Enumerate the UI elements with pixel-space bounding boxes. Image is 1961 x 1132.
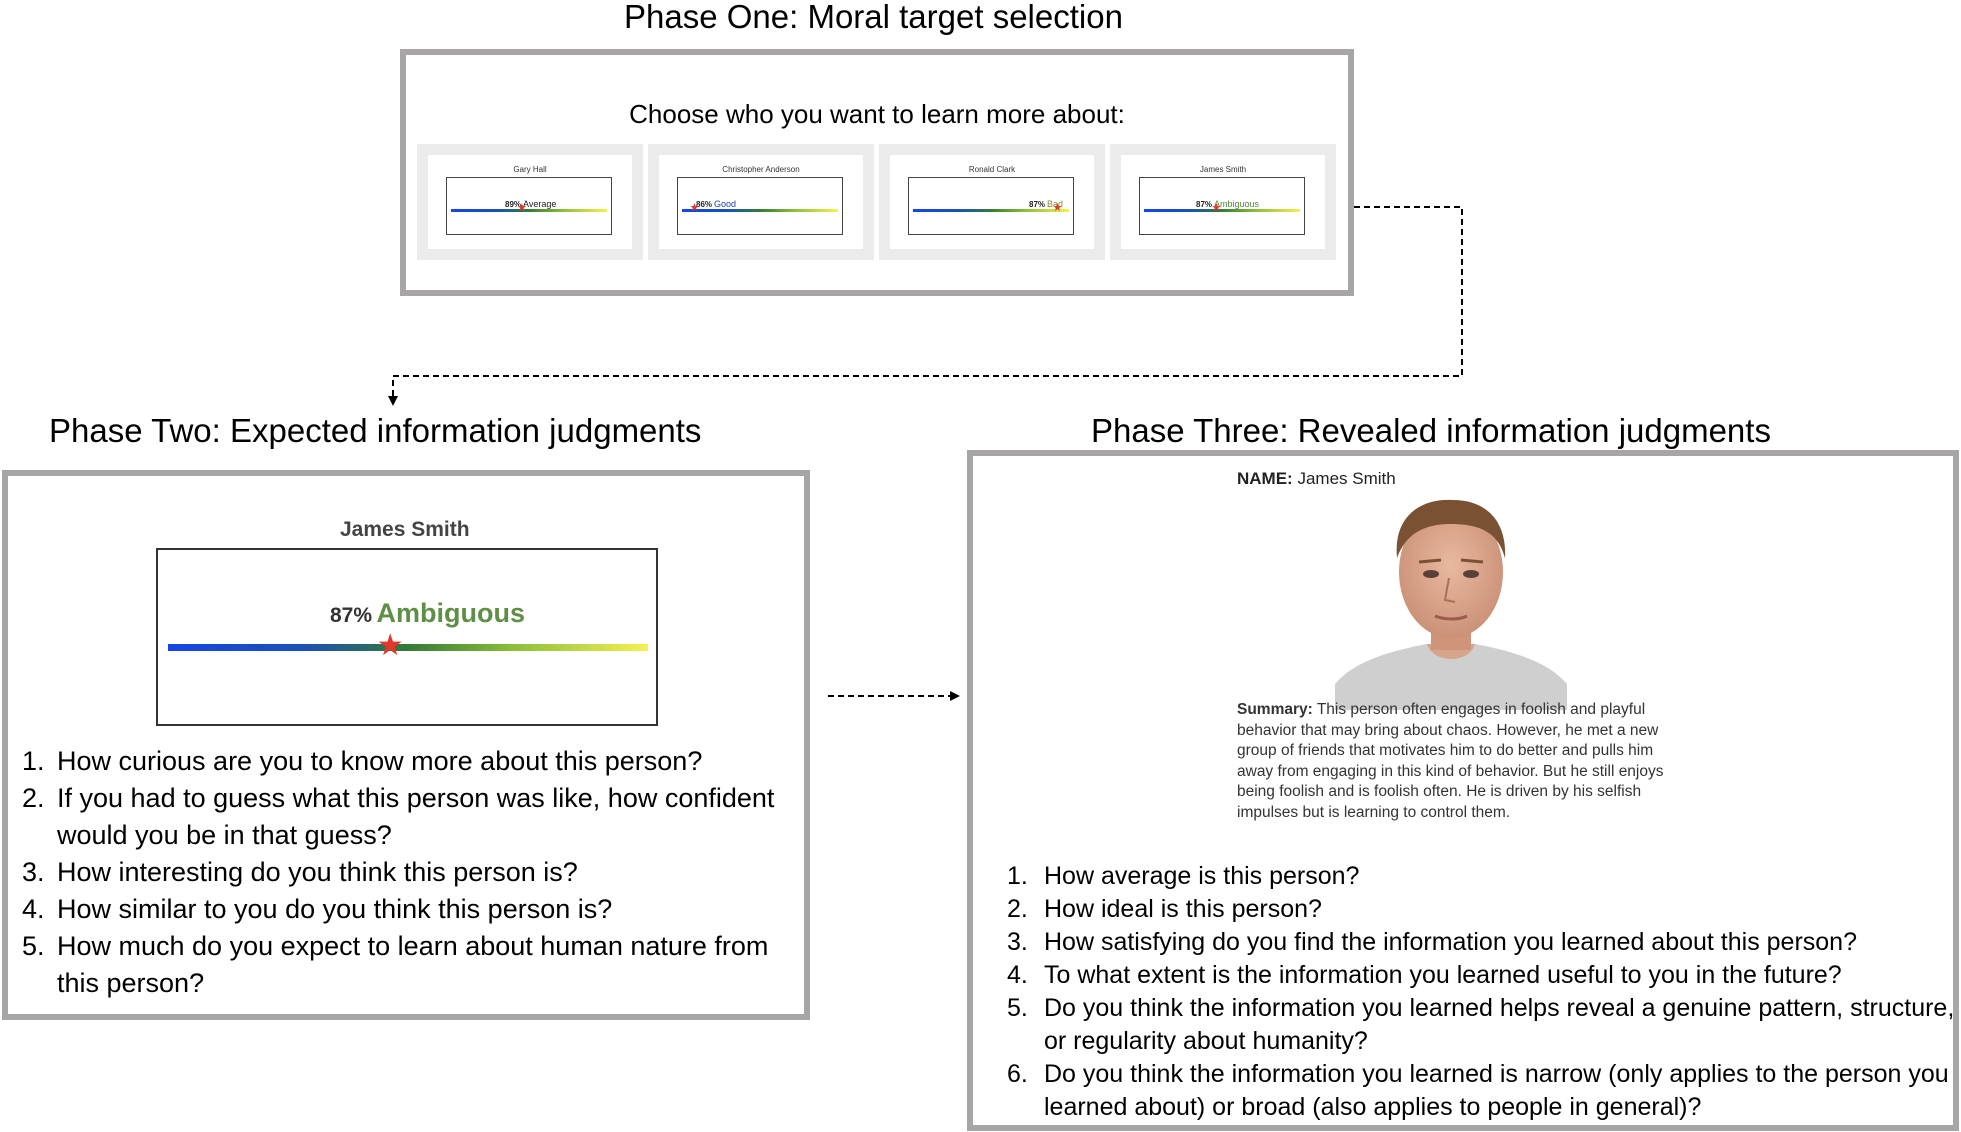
target-summary: Summary: This person often engages in fo… [1237, 700, 1687, 823]
question-item: 3. How satisfying do you find the inform… [1007, 926, 1957, 959]
question-number: 2. [1007, 895, 1028, 923]
target-card-rating-box: 86%Good ★ [677, 177, 843, 235]
question-text: How ideal is this person? [1044, 895, 1322, 923]
target-card[interactable]: Christopher Anderson 86%Good ★ [648, 144, 874, 260]
question-text: How curious are you to know more about t… [57, 746, 703, 776]
target-card[interactable]: Gary Hall 89%Average ★ [417, 144, 643, 260]
name-label: NAME: [1237, 469, 1293, 488]
rating-scale-bar [168, 644, 648, 651]
question-item: 2. How ideal is this person? [1007, 893, 1957, 926]
question-number: 5. [22, 931, 45, 961]
question-item: 5. Do you think the information you lear… [1007, 992, 1957, 1058]
question-item: 5. How much do you expect to learn about… [22, 928, 812, 1002]
target-name: James Smith [340, 518, 470, 541]
question-number: 3. [22, 857, 45, 887]
question-item: 4. To what extent is the information you… [1007, 959, 1957, 992]
target-card-rating-box: 87%Bad ★ [908, 177, 1074, 235]
question-item: 1. How average is this person? [1007, 860, 1957, 893]
question-item: 2. If you had to guess what this person … [22, 780, 812, 854]
phase-two-title: Phase Two: Expected information judgment… [49, 412, 702, 449]
target-card-label: Bad [1047, 199, 1064, 209]
question-text: To what extent is the information you le… [1044, 961, 1842, 989]
phase-one-to-two-connector [388, 206, 1463, 406]
rating-scale-bar [1144, 209, 1300, 212]
question-text: How interesting do you think this person… [57, 857, 578, 887]
revealed-judgment-questions: 1. How average is this person? 2. How id… [1007, 860, 1957, 1124]
summary-text: This person often engages in foolish and… [1237, 701, 1664, 821]
rating-star-icon: ★ [376, 629, 404, 662]
question-text: Do you think the information you learned… [1044, 994, 1955, 1055]
expected-judgment-questions: 1. How curious are you to know more abou… [22, 743, 812, 1002]
question-text: Do you think the information you learned… [1044, 1060, 1949, 1121]
rating-scale-bar [913, 209, 1069, 212]
target-card-name: Christopher Anderson [722, 165, 800, 174]
question-number: 6. [1007, 1060, 1028, 1088]
rating-star-icon: ★ [1052, 202, 1063, 214]
target-portrait [1335, 499, 1567, 710]
question-item: 1. How curious are you to know more abou… [22, 743, 812, 780]
target-card-label: Good [714, 199, 737, 209]
question-text: How similar to you do you think this per… [57, 894, 613, 924]
phase-three-panel: NAME: James Smith Summary: This person o… [967, 450, 1959, 1131]
target-card-percent: 87% [1029, 200, 1046, 209]
rating-label: Ambiguous [376, 598, 525, 628]
target-card[interactable]: Ronald Clark 87%Bad ★ [879, 144, 1105, 260]
rating-star-icon: ★ [1211, 202, 1222, 214]
target-card-label: Ambiguous [1214, 199, 1260, 209]
target-card-name: Ronald Clark [968, 165, 1016, 174]
rating-scale-bar [682, 209, 838, 212]
target-card-percent: 89% [505, 200, 522, 209]
target-card-name: Gary Hall [513, 165, 547, 174]
question-item: 4. How similar to you do you think this … [22, 891, 812, 928]
rating-star-icon: ★ [689, 202, 700, 214]
target-card-name: James Smith [1199, 165, 1247, 174]
summary-label: Summary: [1237, 701, 1313, 718]
selection-prompt: Choose who you want to learn more about: [629, 99, 1125, 129]
phase-one-panel: Choose who you want to learn more about:… [400, 49, 1354, 296]
target-card-percent: 87% [1196, 200, 1213, 209]
question-text: How much do you expect to learn about hu… [57, 931, 769, 998]
question-number: 3. [1007, 928, 1028, 956]
phase-two-panel: James Smith 87% Ambiguous ★ 1. How curio… [2, 470, 810, 1020]
phase-three-title: Phase Three: Revealed information judgme… [1091, 412, 1771, 449]
question-text: How average is this person? [1044, 862, 1360, 890]
phase-one-title: Phase One: Moral target selection [624, 0, 1123, 35]
target-card-rating-box: 87%Ambiguous ★ [1139, 177, 1305, 235]
rating-display-box: 87% Ambiguous ★ [156, 548, 658, 726]
target-card-percent: 86% [696, 200, 713, 209]
question-number: 1. [22, 746, 45, 776]
question-number: 4. [1007, 961, 1028, 989]
question-number: 5. [1007, 994, 1028, 1022]
target-card-label: Average [523, 199, 557, 209]
question-number: 4. [22, 894, 45, 924]
question-number: 2. [22, 783, 45, 813]
question-text: How satisfying do you find the informati… [1044, 928, 1857, 956]
question-text: If you had to guess what this person was… [57, 783, 775, 850]
target-card-rating-box: 89%Average ★ [446, 177, 612, 235]
rating-scale-bar [451, 209, 607, 212]
target-card[interactable]: James Smith 87%Ambiguous ★ [1110, 144, 1336, 260]
rating-star-icon: ★ [517, 202, 527, 214]
question-item: 6. Do you think the information you lear… [1007, 1058, 1957, 1124]
question-item: 3. How interesting do you think this per… [22, 854, 812, 891]
question-number: 1. [1007, 862, 1028, 890]
rating-percent: 87% [330, 604, 373, 627]
name-value: James Smith [1297, 469, 1396, 488]
